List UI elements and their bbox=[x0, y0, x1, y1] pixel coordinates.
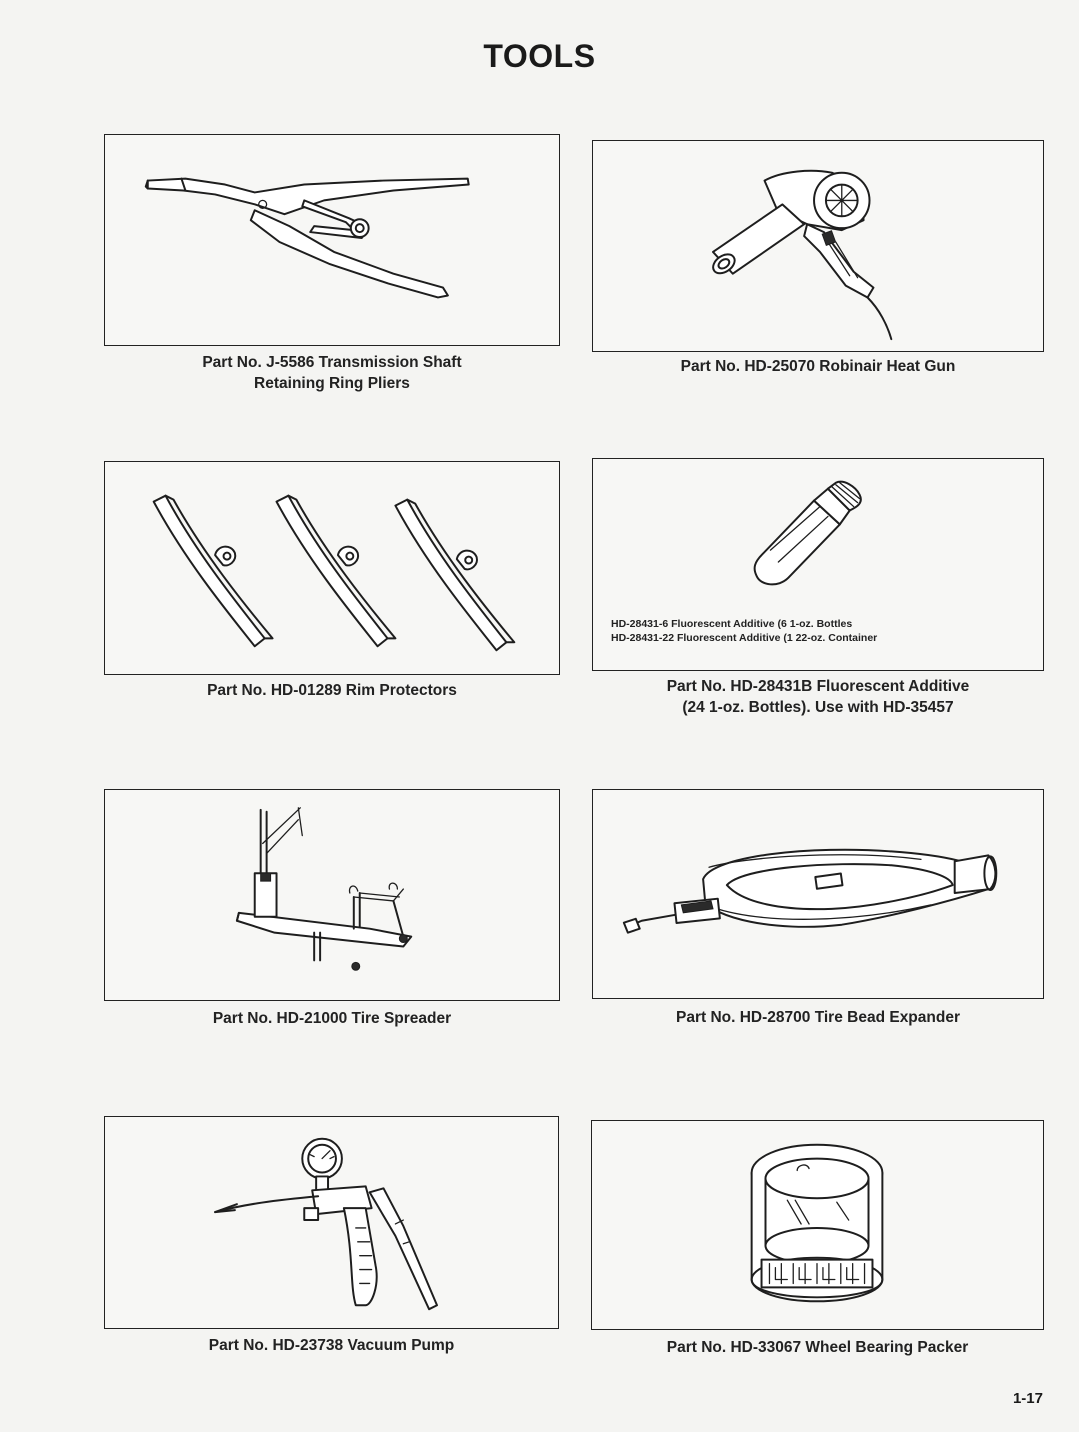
caption-line: Part No. HD-28431B Fluorescent Additive bbox=[666, 678, 970, 695]
caption-line: Part No. HD-33067 Wheel Bearing Packer bbox=[666, 1339, 969, 1356]
tool-panel-wheel-bearing-packer bbox=[591, 1120, 1044, 1330]
tool-panel-rim-protectors bbox=[104, 461, 560, 675]
tool-panel-fluorescent-additive: HD-28431-6 Fluorescent Additive (6 1-oz.… bbox=[592, 458, 1044, 671]
tool-panel-ring-pliers bbox=[104, 134, 560, 346]
caption-line: Part No. HD-25070 Robinair Heat Gun bbox=[680, 358, 956, 375]
wheel-bearing-packer-illustration bbox=[750, 1143, 884, 1303]
tool-caption-tire-bead-expander: Part No. HD-28700 Tire Bead Expander bbox=[592, 1007, 1044, 1028]
page-number: 1-17 bbox=[1012, 1390, 1043, 1407]
tire-spreader-illustration bbox=[235, 807, 413, 971]
tire-bead-expander-illustration bbox=[622, 848, 998, 934]
inset-line: HD-28431-22 Fluorescent Additive (1 22-o… bbox=[611, 632, 878, 644]
caption-line: (24 1-oz. Bottles). Use with HD-35457 bbox=[682, 699, 954, 716]
fluorescent-additive-bottle-illustration bbox=[753, 480, 862, 586]
caption-line: Part No. HD-28700 Tire Bead Expander bbox=[676, 1009, 960, 1026]
tool-caption-ring-pliers: Part No. J-5586 Transmission Shaft Retai… bbox=[104, 352, 560, 394]
tool-panel-vacuum-pump bbox=[104, 1116, 559, 1329]
tool-caption-fluorescent-additive: Part No. HD-28431B Fluorescent Additive … bbox=[592, 676, 1044, 718]
vacuum-pump-illustration bbox=[214, 1137, 438, 1311]
caption-line: Part No. HD-23738 Vacuum Pump bbox=[208, 1337, 455, 1354]
tool-caption-tire-spreader: Part No. HD-21000 Tire Spreader bbox=[104, 1008, 560, 1029]
caption-line: Part No. J-5586 Transmission Shaft bbox=[202, 354, 462, 371]
rim-protectors-illustration bbox=[152, 494, 516, 652]
heat-gun-illustration bbox=[712, 169, 893, 341]
caption-line: Part No. HD-01289 Rim Protectors bbox=[207, 682, 457, 699]
additive-part-list: HD-28431-6 Fluorescent Additive (6 1-oz.… bbox=[611, 617, 877, 645]
caption-line: Retaining Ring Pliers bbox=[254, 375, 410, 392]
tool-caption-heat-gun: Part No. HD-25070 Robinair Heat Gun bbox=[592, 356, 1044, 377]
tool-panel-heat-gun bbox=[592, 140, 1044, 352]
tool-caption-rim-protectors: Part No. HD-01289 Rim Protectors bbox=[104, 680, 560, 701]
retaining-ring-pliers-illustration bbox=[144, 177, 470, 299]
tool-panel-tire-bead-expander bbox=[592, 789, 1044, 999]
tool-caption-vacuum-pump: Part No. HD-23738 Vacuum Pump bbox=[104, 1335, 559, 1356]
tool-caption-wheel-bearing-packer: Part No. HD-33067 Wheel Bearing Packer bbox=[591, 1337, 1044, 1358]
caption-line: Part No. HD-21000 Tire Spreader bbox=[212, 1010, 452, 1027]
tool-panel-tire-spreader bbox=[104, 789, 560, 1001]
inset-line: HD-28431-6 Fluorescent Additive (6 1-oz.… bbox=[611, 618, 853, 630]
page-title: TOOLS bbox=[483, 38, 596, 74]
